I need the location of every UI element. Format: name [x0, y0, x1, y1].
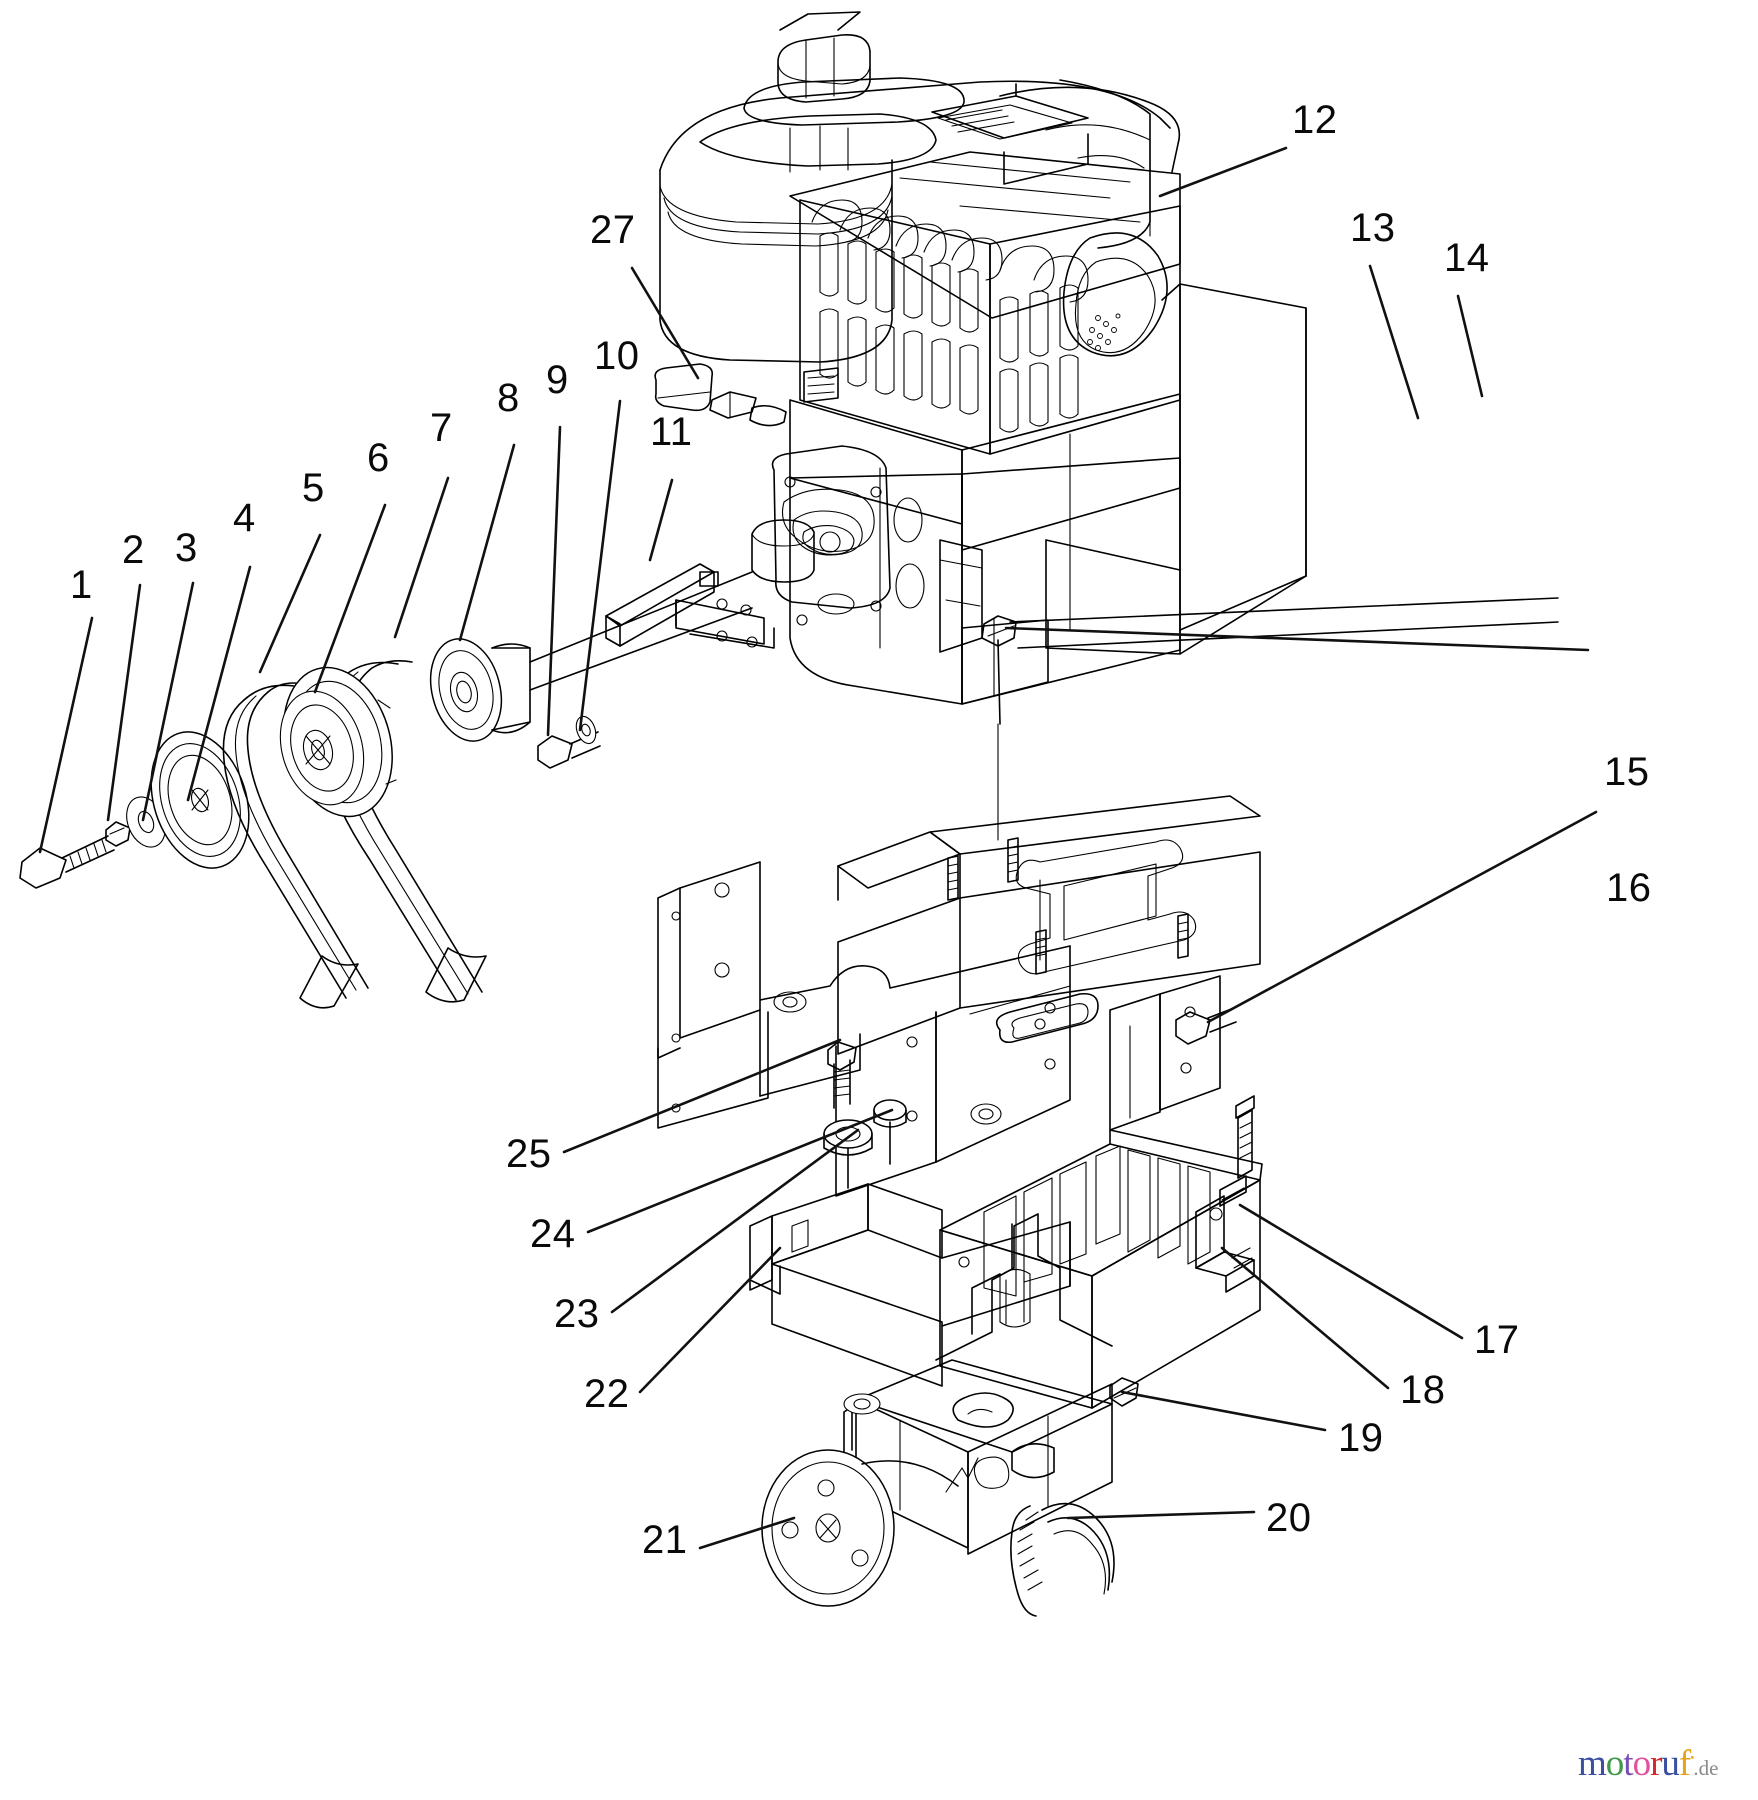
wm-letter-o1: o — [1605, 1743, 1624, 1784]
callout-20: 20 — [1266, 1496, 1312, 1540]
callout-14: 14 — [1444, 236, 1490, 280]
callout-2: 2 — [122, 528, 145, 572]
callout-7: 7 — [430, 406, 453, 450]
motoruf-watermark: motoruf•.de — [1578, 1742, 1719, 1785]
callout-17: 17 — [1474, 1318, 1520, 1362]
wm-letter-f: f — [1678, 1743, 1691, 1784]
callout-10: 10 — [594, 334, 640, 378]
callout-3: 3 — [175, 526, 198, 570]
auger-housing-art — [761, 1095, 1263, 1617]
callout-19: 19 — [1338, 1416, 1384, 1460]
callout-15: 15 — [1604, 750, 1650, 794]
callout-21: 21 — [642, 1518, 688, 1562]
callout-22: 22 — [584, 1372, 630, 1416]
callout-5: 5 — [302, 466, 325, 510]
engine-assembly-art — [654, 11, 1181, 725]
callout-27: 27 — [590, 208, 636, 252]
callout-9: 9 — [546, 358, 569, 402]
callout-16: 16 — [1606, 866, 1652, 910]
wm-letter-t: t — [1623, 1743, 1633, 1784]
wm-letter-o2: o — [1632, 1743, 1651, 1784]
leader-lines — [38, 146, 1598, 1550]
callout-1: 1 — [70, 563, 93, 607]
callout-6: 6 — [367, 436, 390, 480]
fuel-tank-art — [1009, 283, 1559, 655]
callout-23: 23 — [554, 1292, 600, 1336]
callout-13: 13 — [1350, 206, 1396, 250]
callout-11: 11 — [650, 410, 693, 454]
callout-8: 8 — [497, 376, 520, 420]
callout-12: 12 — [1292, 98, 1338, 142]
callout-4: 4 — [233, 496, 256, 540]
callout-18: 18 — [1400, 1368, 1446, 1412]
wm-tld: .de — [1693, 1756, 1719, 1780]
callout-24: 24 — [530, 1212, 576, 1256]
wm-letter-r: r — [1650, 1743, 1662, 1784]
pulley-belt-group-art — [19, 563, 775, 1009]
wm-letter-u: u — [1661, 1743, 1679, 1784]
wm-letter-m: m — [1578, 1743, 1607, 1784]
wm-dot-icon: • — [1690, 1750, 1694, 1765]
callout-25: 25 — [506, 1132, 552, 1176]
frame-chassis-art — [657, 723, 1261, 1387]
